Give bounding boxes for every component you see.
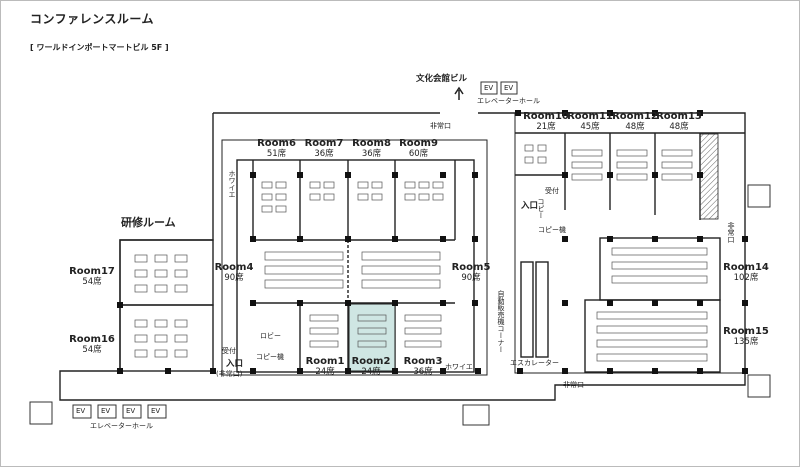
room15-seats: 135席 xyxy=(733,337,759,347)
room17-seats: 54席 xyxy=(82,277,102,287)
emergency-paren-label: (非常口) xyxy=(216,370,243,378)
room2-seats: 24席 xyxy=(361,367,381,377)
ev-bottom-4: EV xyxy=(151,407,161,415)
room6-name: Room6 xyxy=(257,138,296,149)
ev-bottom-3: EV xyxy=(126,407,136,415)
room3-name: Room3 xyxy=(403,356,443,367)
room12-name: Room12 xyxy=(612,111,658,122)
ev-top-2: EV xyxy=(504,84,514,92)
room10-seats: 21席 xyxy=(536,122,556,132)
room11-seats: 45席 xyxy=(580,122,600,132)
room8-name: Room8 xyxy=(352,138,391,149)
reception-label-right: 受付 xyxy=(545,187,559,195)
room1-seats: 24席 xyxy=(315,367,335,377)
elevator-hall-top: エレベーターホール xyxy=(477,97,540,105)
room7-seats: 36席 xyxy=(314,149,334,159)
ev-bottom-2: EV xyxy=(101,407,111,415)
room16-name: Room16 xyxy=(69,334,115,345)
room11-name: Room11 xyxy=(567,111,613,122)
page-subtitle: [ ワールドインポートマートビル 5F ] xyxy=(30,43,169,52)
copy-machine-right: コピー機 xyxy=(538,226,566,234)
emergency-exit-top: 非常口 xyxy=(430,122,451,130)
room14-name: Room14 xyxy=(723,262,769,273)
reception-label: 受付 xyxy=(222,347,236,355)
room5-name: Room5 xyxy=(451,262,491,273)
foyer-left: ホワイエ xyxy=(228,170,236,198)
lobby-label: ロビー xyxy=(260,332,281,340)
elevator-hall-bottom: エレベーターホール xyxy=(90,422,153,430)
training-label: 研修ルーム xyxy=(121,216,176,229)
room4-name: Room4 xyxy=(214,262,254,273)
foyer-bottom: ホワイエ xyxy=(445,363,473,371)
room8-seats: 36席 xyxy=(361,149,382,159)
emergency-exit-right: 非常口 xyxy=(727,222,735,243)
room3-seats: 36席 xyxy=(413,367,433,377)
ev-top-1: EV xyxy=(484,84,494,92)
room7-name: Room7 xyxy=(304,138,344,149)
room6-seats: 51席 xyxy=(266,149,287,159)
room4-seats: 90席 xyxy=(224,273,244,283)
emergency-exit-bottom: 非常口 xyxy=(563,381,584,389)
room10-name: Room10 xyxy=(523,111,569,122)
entrance-label-right: 入口 xyxy=(521,201,539,211)
room12-seats: 48席 xyxy=(625,122,645,132)
room14-seats: 102席 xyxy=(733,273,759,283)
room13-seats: 48席 xyxy=(669,122,689,132)
vending-corner-label: 自動販売機コーナー xyxy=(497,290,505,353)
room17-name: Room17 xyxy=(69,266,115,277)
room16-seats: 54席 xyxy=(82,345,102,355)
copy-machine-label: コピー機 xyxy=(256,353,284,361)
room2-name: Room2 xyxy=(351,356,391,367)
room5-seats: 90席 xyxy=(461,273,481,283)
room9-seats: 60席 xyxy=(408,149,429,159)
entrance-label: 入口 xyxy=(226,359,244,369)
room13-name: Room13 xyxy=(656,111,702,122)
page-title: コンファレンスルーム xyxy=(30,12,155,26)
room1-name: Room1 xyxy=(305,356,345,367)
escalator-label: エスカレーター xyxy=(510,359,559,367)
copy-short-label: コピー xyxy=(537,198,545,219)
bunka-label: 文化会館ビル xyxy=(416,74,468,84)
ev-bottom-1: EV xyxy=(76,407,86,415)
room9-name: Room9 xyxy=(399,138,438,149)
room15-name: Room15 xyxy=(723,326,769,337)
